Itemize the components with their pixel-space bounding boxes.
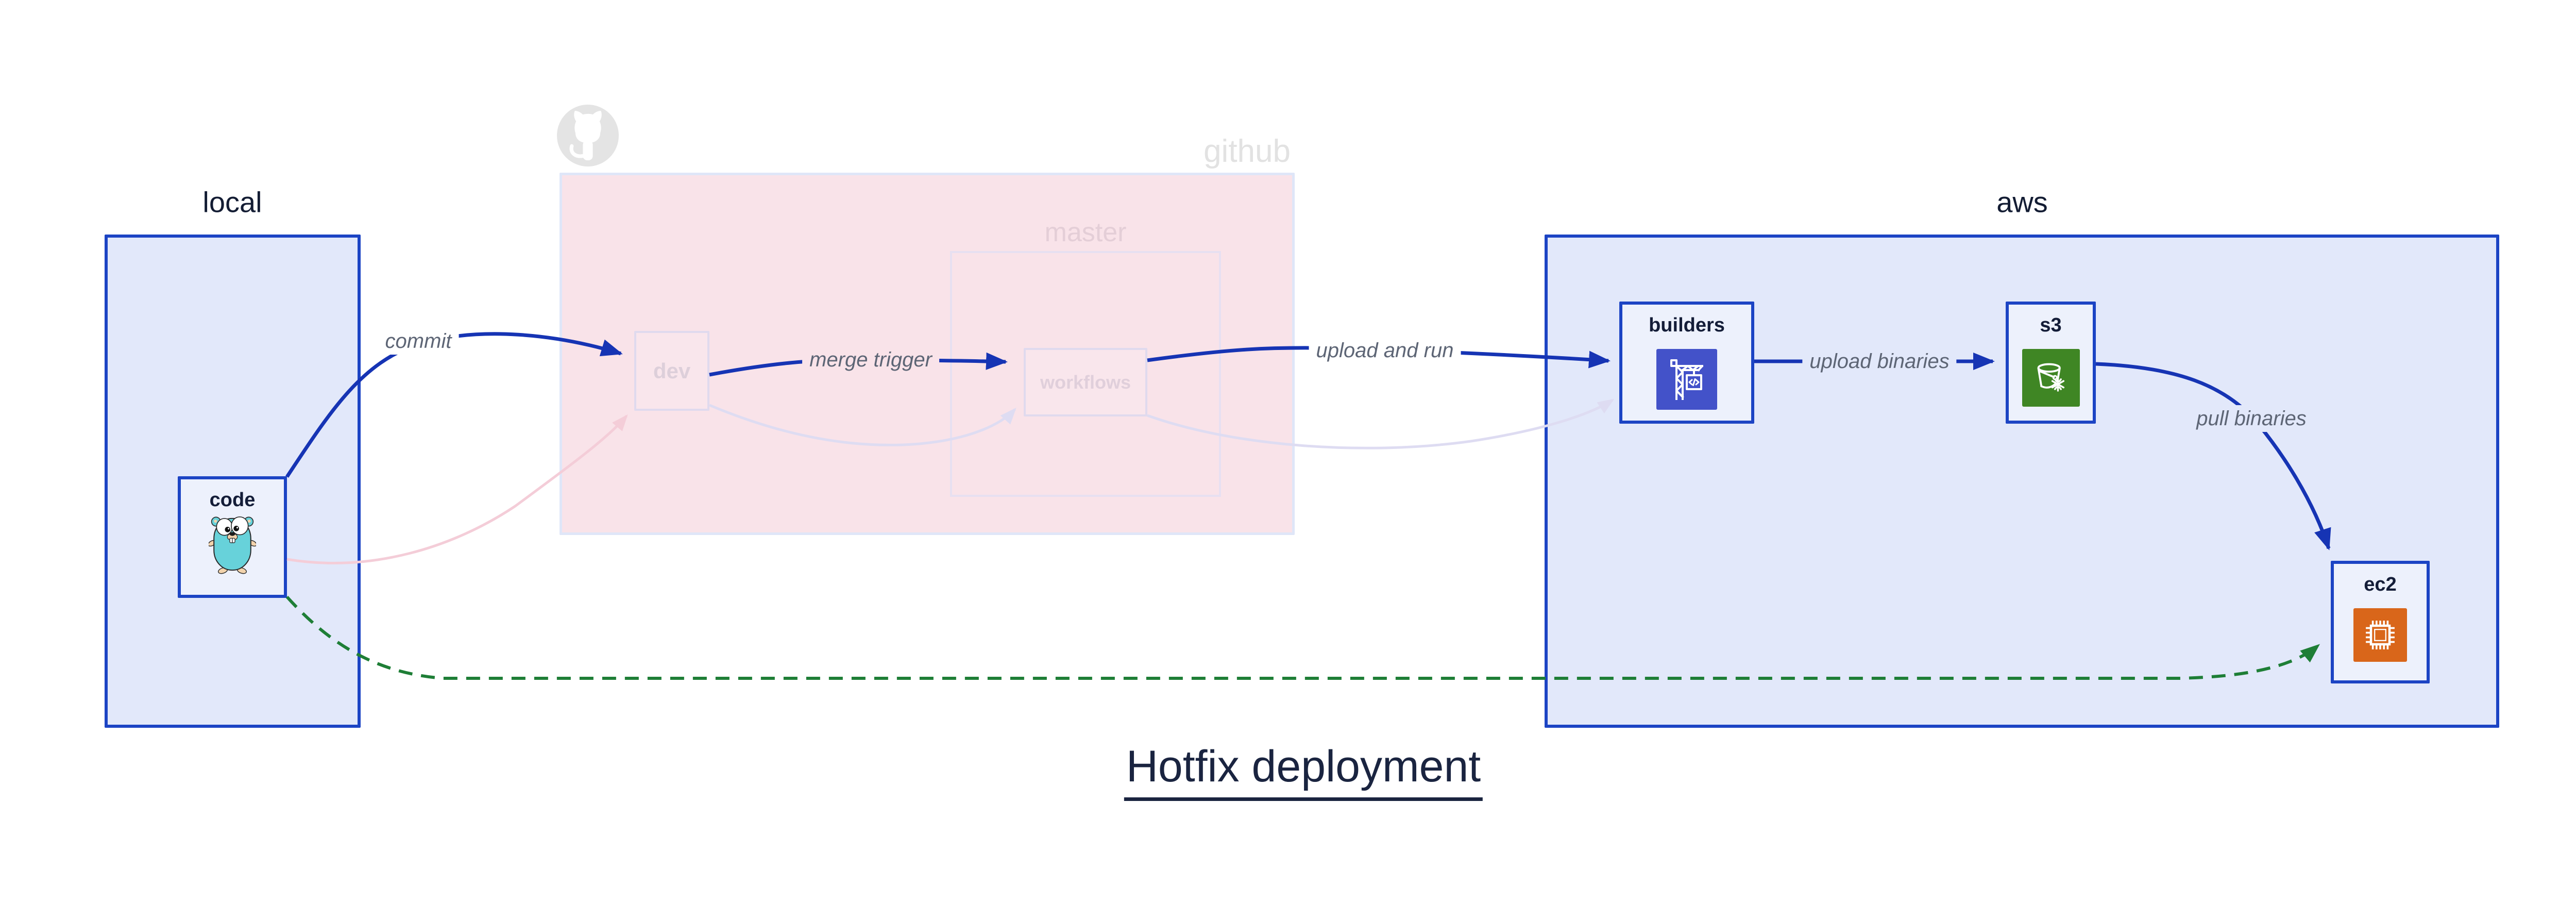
edge-commit-label: commit — [378, 328, 459, 355]
s3-glacier-bucket-icon — [2022, 348, 2080, 407]
ec2-chip-icon — [2353, 608, 2407, 662]
node-workflows-label: workflows — [1040, 371, 1131, 393]
diagram-title: Hotfix deployment — [1124, 741, 1483, 801]
node-code-label: code — [209, 489, 256, 511]
node-builders: builders — [1619, 302, 1754, 424]
codebuild-crane-icon — [1656, 348, 1717, 410]
node-s3: s3 — [2006, 302, 2096, 424]
node-workflows: workflows — [1024, 348, 1147, 416]
edge-upload-and-run-label: upload and run — [1309, 337, 1461, 364]
local-section-label: local — [202, 186, 262, 219]
node-builders-label: builders — [1649, 314, 1725, 336]
node-ec2: ec2 — [2331, 561, 2430, 683]
go-gopher-icon — [208, 514, 257, 577]
edge-upload-binaries-label: upload binaries — [1802, 348, 1957, 375]
node-ec2-label: ec2 — [2364, 574, 2397, 595]
node-dev-label: dev — [653, 358, 691, 383]
master-branch-label: master — [1044, 218, 1127, 247]
github-section-label: github — [1204, 133, 1291, 169]
aws-section-label: aws — [1996, 186, 2048, 219]
edge-merge-trigger-label: merge trigger — [802, 346, 939, 373]
node-code: code — [178, 476, 287, 598]
github-octocat-icon — [557, 105, 619, 169]
node-s3-label: s3 — [2040, 314, 2062, 336]
node-dev: dev — [634, 331, 709, 411]
edge-pull-binaries-label: pull binaries — [2189, 405, 2314, 432]
